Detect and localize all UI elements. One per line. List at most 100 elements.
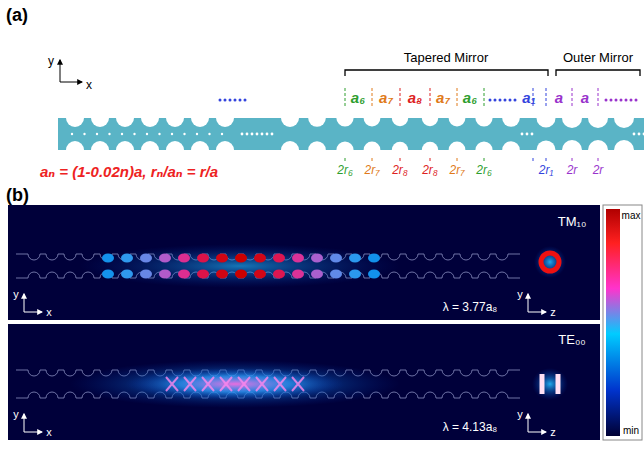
hole xyxy=(537,141,556,160)
bracket xyxy=(345,70,548,76)
field-lobe xyxy=(274,377,286,391)
dot xyxy=(531,133,534,136)
cell-boundary xyxy=(598,88,599,108)
dot xyxy=(208,133,210,135)
hole xyxy=(141,109,159,127)
dot xyxy=(256,133,259,136)
dimension-label: a xyxy=(555,90,563,107)
dimension-label: a₁ xyxy=(522,90,536,107)
hole xyxy=(281,141,299,159)
cell-boundary xyxy=(598,158,599,162)
field-lobe xyxy=(238,377,250,391)
text-label: x xyxy=(86,79,92,92)
field-lobe xyxy=(330,270,342,279)
mode-cross-section xyxy=(556,374,561,394)
dot xyxy=(71,133,73,135)
text-label: Tapered Mirror xyxy=(404,51,489,65)
text-label: max xyxy=(622,210,641,221)
hole xyxy=(216,109,234,127)
field-lobe xyxy=(159,270,171,279)
dimension-label: 2r₇ xyxy=(365,164,380,177)
axis xyxy=(24,414,25,432)
dot-leader xyxy=(229,99,232,102)
dot xyxy=(241,133,244,136)
field-lobe xyxy=(330,254,342,263)
axis xyxy=(60,60,61,82)
dot xyxy=(133,133,135,135)
axis xyxy=(60,82,82,83)
field-lobe xyxy=(235,254,247,263)
field-lobe xyxy=(311,270,323,279)
hole xyxy=(475,141,492,158)
dot-leader xyxy=(610,99,613,102)
dot xyxy=(271,133,274,136)
dot-leader xyxy=(635,99,638,102)
mode-cross-section xyxy=(541,253,559,271)
field-lobe xyxy=(254,254,266,263)
dot-leader xyxy=(499,99,502,102)
dot xyxy=(83,133,85,135)
axis xyxy=(528,312,546,313)
dot-leader xyxy=(605,99,608,102)
field-lobe xyxy=(184,377,196,391)
dot-leader xyxy=(224,99,227,102)
field-maps xyxy=(8,205,642,440)
colorbar-frame xyxy=(603,205,642,440)
field-glow xyxy=(70,360,400,408)
text-label: z xyxy=(550,426,556,438)
field-lobe xyxy=(256,377,268,391)
cell-boundary xyxy=(345,88,346,108)
text-label: y xyxy=(517,288,523,300)
text-label: λ = 3.77a₈ xyxy=(443,301,498,314)
dot-leader xyxy=(244,99,247,102)
hole xyxy=(614,140,634,160)
hole xyxy=(364,142,381,159)
text-label: z xyxy=(550,306,556,318)
cell-boundary xyxy=(372,88,373,108)
hole xyxy=(141,141,159,159)
hole xyxy=(475,109,492,126)
cell-boundary xyxy=(400,158,401,162)
mode-cross-section xyxy=(534,246,566,278)
hole xyxy=(91,109,109,127)
field-lobe xyxy=(254,270,266,279)
hole xyxy=(336,109,353,126)
dot xyxy=(183,133,185,135)
dot-leader xyxy=(489,99,492,102)
cell-boundary xyxy=(546,88,547,108)
hole xyxy=(308,109,326,127)
dot xyxy=(526,133,529,136)
field-glow xyxy=(125,368,345,400)
cell-boundary xyxy=(546,158,547,162)
dimension-label: a₆ xyxy=(351,90,365,107)
nanobeam-a xyxy=(58,60,644,162)
field-lobe xyxy=(292,270,304,279)
hole xyxy=(66,141,84,159)
cell-boundary xyxy=(457,158,458,162)
cell-boundary xyxy=(430,88,431,108)
text-label: aₙ = (1-0.02n)a, rₙ/aₙ = r/a xyxy=(40,164,218,181)
cell-boundary xyxy=(533,158,534,162)
cell-boundary xyxy=(345,158,346,162)
cell-boundary xyxy=(484,158,485,162)
mode-cross-section xyxy=(540,374,545,394)
dot xyxy=(196,133,198,135)
field-lobe xyxy=(166,377,178,391)
text-label: y xyxy=(13,288,19,300)
text-label: λ = 4.13a₈ xyxy=(443,421,498,434)
hole xyxy=(562,108,582,128)
hole xyxy=(364,110,381,127)
dimension-label: 2r₈ xyxy=(392,164,408,177)
field-lobe xyxy=(349,270,361,279)
field-lobe xyxy=(368,270,380,279)
hole xyxy=(191,141,209,159)
dimension-label: 2r₆ xyxy=(476,164,492,177)
axis xyxy=(24,294,25,312)
hole xyxy=(502,141,520,159)
dimension-label: a xyxy=(581,90,589,107)
dot xyxy=(121,133,123,135)
hole xyxy=(166,109,184,127)
field-lobe xyxy=(121,270,133,279)
cell-boundary xyxy=(572,88,573,108)
